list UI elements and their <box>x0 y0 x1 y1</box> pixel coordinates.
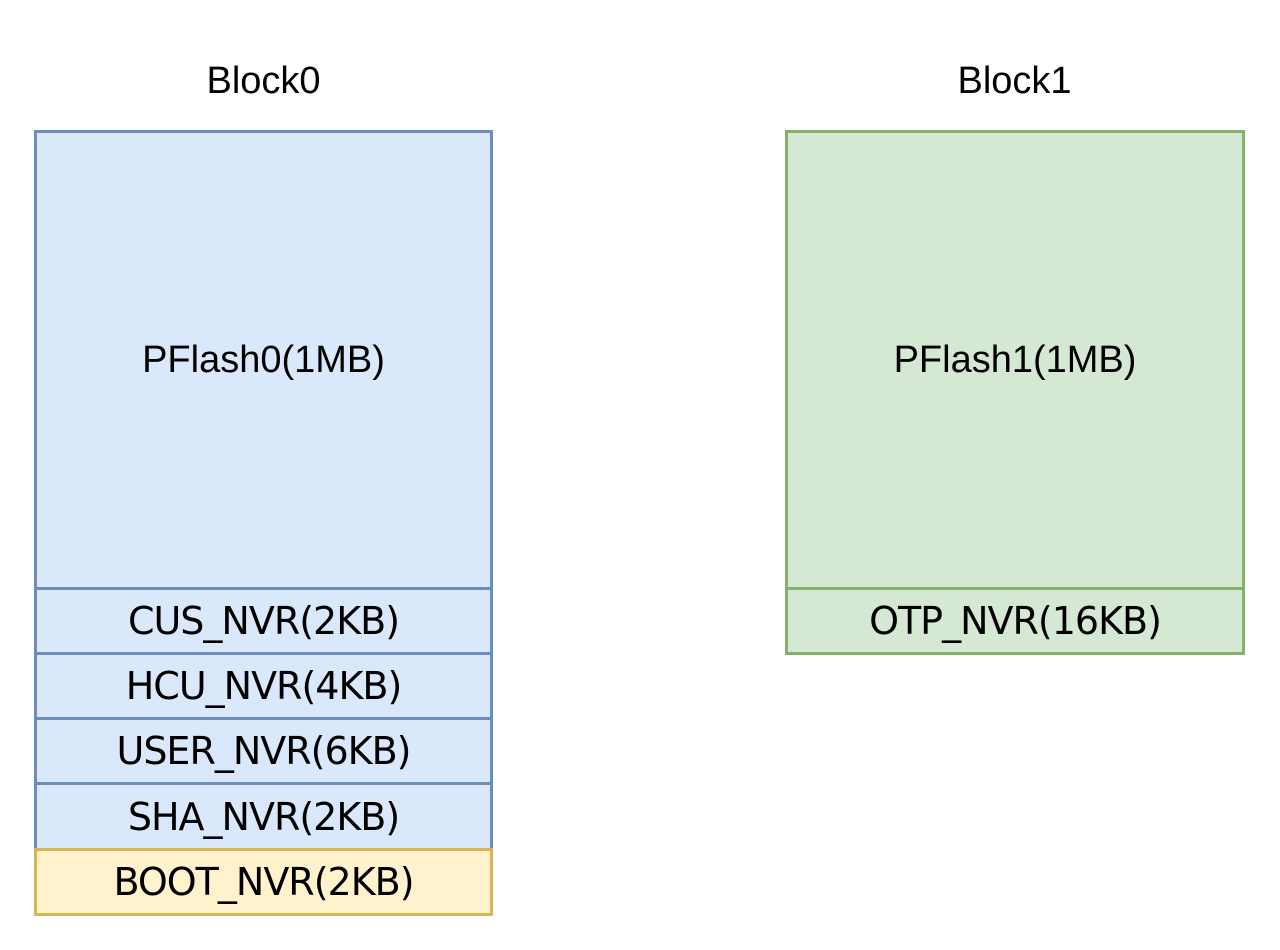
block1-title: Block1 <box>957 60 1072 102</box>
hcu-nvr-region: HCU_NVR(4KB) <box>34 652 493 720</box>
user-nvr-region: USER_NVR(6KB) <box>34 717 493 785</box>
pflash1-region: PFlash1(1MB) <box>785 130 1245 590</box>
boot-nvr-region: BOOT_NVR(2KB) <box>34 848 493 916</box>
pflash0-region: PFlash0(1MB) <box>34 130 493 590</box>
otp-nvr-region: OTP_NVR(16KB) <box>785 587 1245 655</box>
cus-nvr-region: CUS_NVR(2KB) <box>34 587 493 655</box>
block0-title: Block0 <box>206 60 321 102</box>
sha-nvr-region: SHA_NVR(2KB) <box>34 782 493 851</box>
